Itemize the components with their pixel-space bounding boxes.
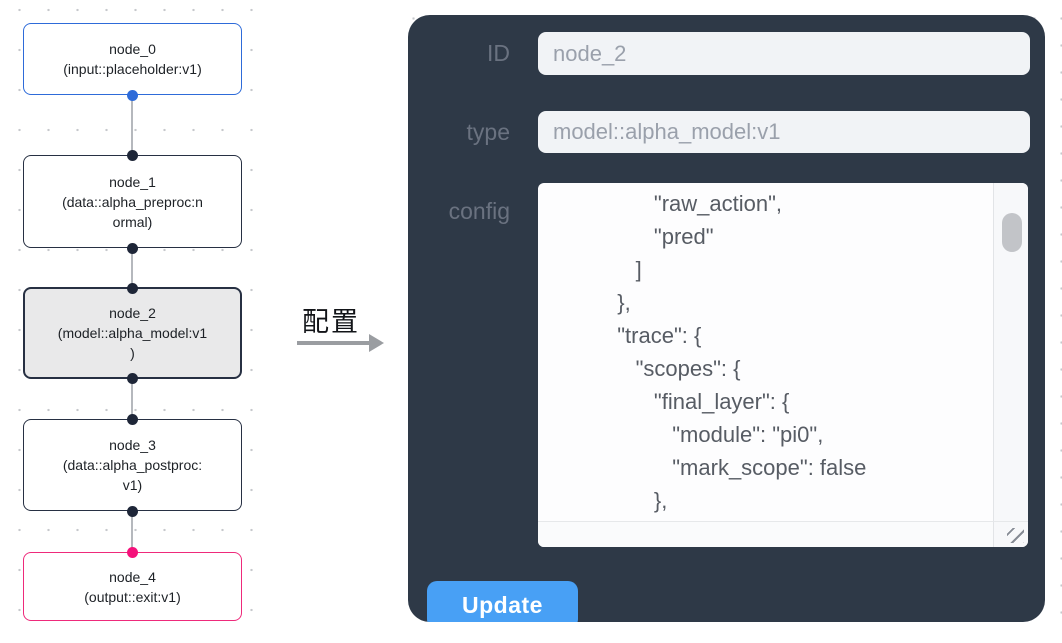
configure-label: 配置 (302, 307, 360, 337)
node-label-line: ormal) (112, 213, 153, 230)
id-input[interactable] (538, 32, 1030, 75)
input-port[interactable] (127, 546, 138, 558)
node-label-line: (output::exit:v1) (84, 588, 181, 605)
edge-line (131, 511, 133, 552)
input-port[interactable] (127, 149, 138, 161)
output-port[interactable] (127, 89, 138, 101)
output-port[interactable] (127, 372, 138, 384)
flow-node-node_2[interactable]: node_2(model::alpha_model:v1) (23, 282, 242, 384)
right-arrow-icon (297, 341, 369, 345)
output-port[interactable] (127, 242, 138, 254)
type-label: type (466, 119, 510, 145)
flow-canvas[interactable]: node_0(input::placeholder:v1)node_1(data… (0, 0, 268, 643)
config-label: config (448, 198, 510, 224)
node-label-line: (data::alpha_preproc:n (62, 193, 203, 210)
node-label-line: (model::alpha_model:v1 (57, 325, 208, 341)
right-arrow-head-icon (369, 334, 384, 352)
config-hscrollbar-track[interactable] (538, 521, 993, 547)
panel-canvas: ID type config "raw_action", "pred" ] },… (395, 0, 1062, 622)
resize-handle-icon[interactable] (1007, 528, 1024, 543)
node-label-line: ) (130, 345, 135, 361)
node-label-line: v1) (122, 477, 143, 493)
node-label-line: node_1 (109, 173, 156, 190)
node-label-line: node_4 (109, 568, 156, 585)
config-scrollbar-track[interactable] (993, 183, 1028, 521)
configure-transition: 配置 (295, 300, 395, 360)
update-button[interactable]: Update (427, 581, 578, 622)
config-textarea[interactable]: "raw_action", "pred" ] }, "trace": { "sc… (538, 183, 1028, 547)
node-label-line: (data::alpha_postproc: (62, 457, 203, 473)
textarea-corner (993, 521, 1028, 547)
edge-line (131, 95, 133, 155)
config-scrollbar-thumb[interactable] (1002, 213, 1022, 252)
type-input[interactable] (538, 111, 1030, 153)
config-json-text[interactable]: "raw_action", "pred" ] }, "trace": { "sc… (617, 191, 867, 513)
edge-line (131, 379, 133, 419)
node-label-line: node_0 (109, 41, 156, 57)
flow-node-node_4[interactable]: node_4(output::exit:v1) (23, 546, 242, 621)
node-config-panel: ID type config "raw_action", "pred" ] },… (408, 15, 1045, 622)
input-port[interactable] (127, 413, 138, 425)
node-label-line: (input::placeholder:v1) (63, 61, 202, 77)
edge-line (131, 248, 133, 287)
output-port[interactable] (127, 505, 138, 517)
input-port[interactable] (127, 282, 138, 294)
flow-node-node_3[interactable]: node_3(data::alpha_postproc:v1) (23, 413, 242, 517)
flow-node-node_0[interactable]: node_0(input::placeholder:v1) (23, 23, 242, 101)
node-label-line: node_2 (109, 305, 156, 321)
id-label: ID (487, 40, 510, 66)
node-label-line: node_3 (109, 437, 156, 453)
